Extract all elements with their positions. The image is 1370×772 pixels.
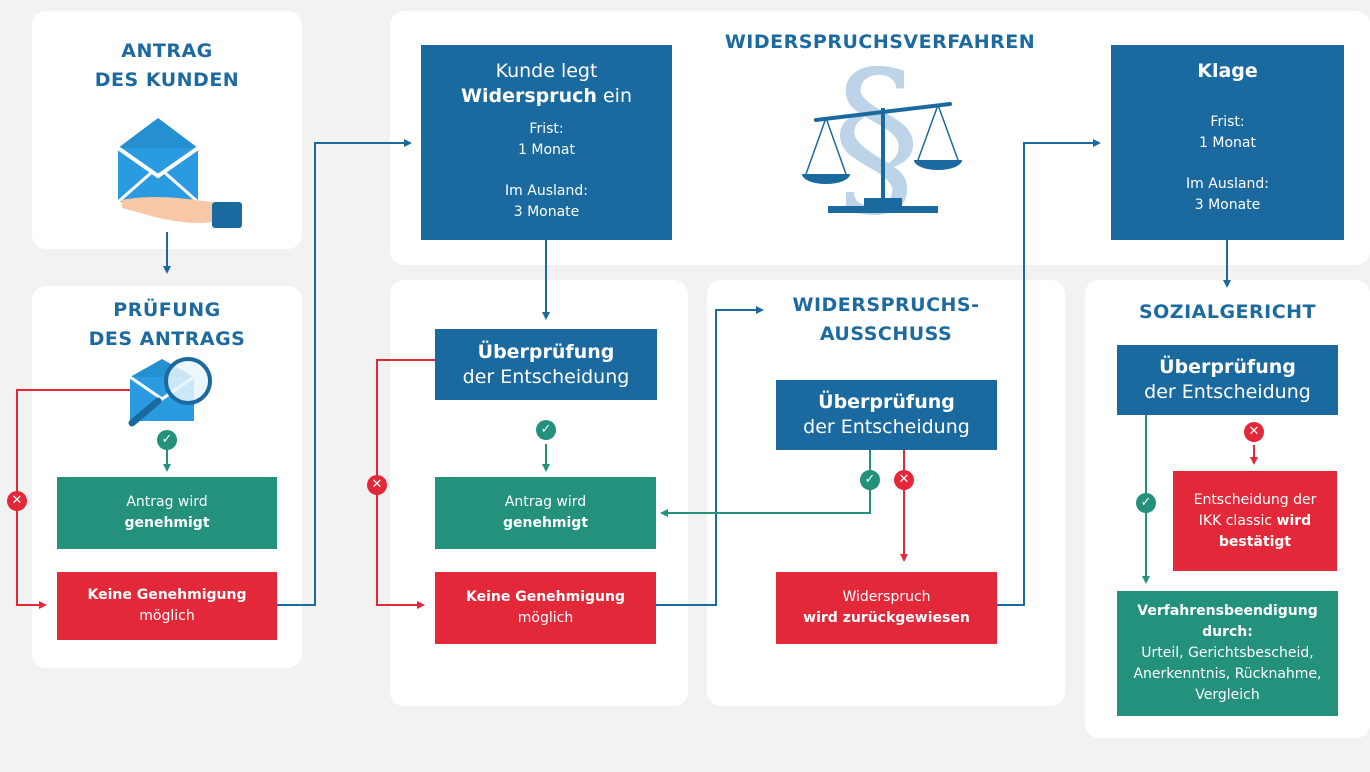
heading-sozialgericht: SOZIALGERICHT: [1138, 301, 1317, 323]
review-box-2: Überprüfung der Entscheidung: [435, 329, 657, 400]
heading-ausschuss-line1: WIDERSPRUCHS-: [792, 294, 980, 316]
widerspruch-ausland-value: 3 Monate: [513, 204, 580, 220]
heading-pruefung-line2: DES ANTRAGS: [88, 328, 246, 350]
heading-antrag-line2: DES KUNDEN: [94, 69, 240, 91]
rejected-box-2-line2: möglich: [517, 610, 574, 626]
widerspruch-box-line1: Kunde legt: [495, 60, 598, 82]
rejected-box-1-line1: Keine Genehmigung: [87, 587, 247, 603]
widerspruch-frist-value: 1 Monat: [518, 142, 575, 158]
rejected-box-2-line1: Keine Genehmigung: [465, 589, 625, 605]
klage-title: Klage: [1197, 60, 1258, 82]
end-line4: Anerkenntnis, Rücknahme,: [1133, 666, 1322, 682]
confirmed-line2: IKK classic: [1198, 512, 1277, 529]
rejected-box-3-line2: wird zurückgewiesen: [803, 610, 970, 626]
confirmed-line3: bestätigt: [1218, 533, 1292, 550]
paragraph-icon: §: [832, 33, 921, 240]
approved-box-2-line1: Antrag wird: [504, 494, 587, 510]
review-box-2-line1: Überprüfung: [477, 340, 615, 363]
widerspruch-box: Kunde legt Widerspruch ein Frist: 1 Mona…: [421, 45, 672, 240]
review-box-3-line1: Überprüfung: [818, 391, 955, 413]
widerspruch-ausland-label: Im Ausland:: [505, 183, 588, 199]
approved-box-1-line2: genehmigt: [124, 515, 210, 531]
heading-widerspruchsverfahren: WIDERSPRUCHSVERFAHREN: [724, 31, 1036, 53]
heading-pruefung: PRÜFUNG DES ANTRAGS: [32, 296, 302, 354]
confirmed-box: Entscheidung der IKK classic wird bestät…: [1173, 471, 1337, 571]
approved-box-1: Antrag wird genehmigt: [57, 477, 277, 549]
end-line5: Vergleich: [1195, 687, 1260, 703]
widerspruch-frist-label: Frist:: [529, 121, 564, 137]
klage-frist-value: 1 Monat: [1199, 135, 1256, 151]
confirmed-line2-bold: wird: [1276, 512, 1312, 529]
check-icon: ✓: [860, 470, 880, 490]
heading-antrag: ANTRAG DES KUNDEN: [32, 37, 302, 95]
klage-ausland-value: 3 Monate: [1194, 197, 1261, 213]
end-line1: Verfahrensbeendigung: [1137, 603, 1318, 619]
review-box-2-line2: der Entscheidung: [462, 365, 630, 388]
klage-box: Klage Frist: 1 Monat Im Ausland: 3 Monat…: [1111, 45, 1344, 240]
heading-pruefung-line1: PRÜFUNG: [113, 299, 221, 321]
heading-ausschuss: WIDERSPRUCHS- AUSSCHUSS: [707, 291, 1065, 349]
magnifier-envelope-icon: [128, 357, 212, 427]
review-box-4: Überprüfung der Entscheidung: [1117, 345, 1338, 415]
envelope-hand-icon: [116, 118, 242, 228]
cross-icon: ✕: [1244, 422, 1264, 442]
rejected-box-3: Widerspruch wird zurückgewiesen: [776, 572, 997, 644]
approved-box-2-line2: genehmigt: [502, 515, 589, 531]
end-line2: durch:: [1202, 624, 1253, 640]
review-box-4-line1: Überprüfung: [1159, 356, 1296, 378]
rejected-box-1-line2: möglich: [139, 608, 195, 624]
review-box-3: Überprüfung der Entscheidung: [776, 380, 997, 450]
end-line3: Urteil, Gerichtsbescheid,: [1141, 645, 1314, 661]
rejected-box-1: Keine Genehmigung möglich: [57, 572, 277, 640]
heading-antrag-line1: ANTRAG: [121, 40, 213, 62]
check-icon: ✓: [157, 430, 177, 450]
review-box-4-line2: der Entscheidung: [1144, 381, 1311, 403]
check-icon: ✓: [1136, 493, 1156, 513]
rejected-box-2: Keine Genehmigung möglich: [435, 572, 656, 644]
review-box-3-line2: der Entscheidung: [803, 416, 970, 438]
scales-icon: [802, 102, 962, 213]
cross-icon: ✕: [894, 470, 914, 490]
rejected-box-3-line1: Widerspruch: [842, 589, 931, 605]
approved-box-2: Antrag wird genehmigt: [435, 477, 656, 549]
cross-icon: ✕: [7, 491, 27, 511]
heading-ausschuss-line2: AUSSCHUSS: [819, 323, 953, 345]
widerspruch-box-rest: ein: [596, 85, 632, 107]
klage-ausland-label: Im Ausland:: [1186, 176, 1269, 192]
klage-frist-label: Frist:: [1210, 114, 1245, 130]
end-box: Verfahrensbeendigung durch: Urteil, Geri…: [1117, 591, 1338, 716]
check-icon: ✓: [536, 420, 556, 440]
confirmed-line1: Entscheidung der: [1193, 491, 1317, 508]
approved-box-1-line1: Antrag wird: [126, 494, 208, 510]
cross-icon: ✕: [367, 475, 387, 495]
widerspruch-box-bold: Widerspruch: [461, 85, 597, 107]
